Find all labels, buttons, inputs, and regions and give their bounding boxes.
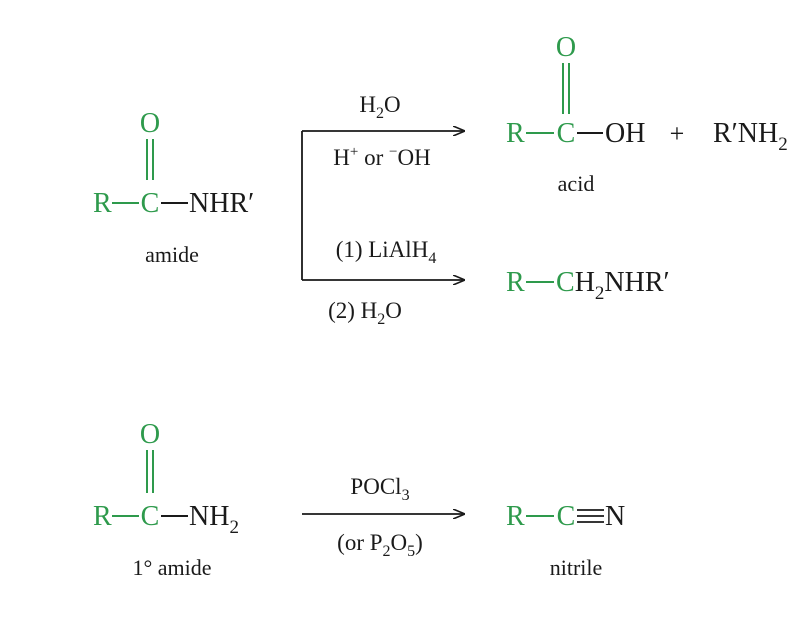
acid-oh-group: OH	[605, 118, 645, 149]
amide-carbon: C	[141, 188, 160, 219]
reduced-amine-product: R CH2NHR′	[506, 267, 670, 304]
hydrolysis-reagent-water: H2O	[359, 92, 400, 122]
acid-oxygen: O	[556, 32, 576, 63]
acid-r-group: R	[506, 118, 525, 149]
dehydration-reagent-pocl3: POCl3	[350, 474, 409, 504]
primary-amide-carbon: C	[141, 501, 160, 532]
dehydration-reagent-p2o5: (or P2O5)	[337, 530, 423, 560]
acid-label: acid	[558, 171, 595, 196]
plus-sign: +	[670, 119, 685, 148]
nitrile-carbon: C	[557, 501, 576, 532]
reduction-reagent-lialh4: (1) LiAlH4	[336, 237, 437, 267]
nitrile-r-group: R	[506, 501, 525, 532]
amide-oxygen: O	[140, 108, 160, 139]
amine-product: R′NH2	[713, 118, 788, 155]
acid-product: O R C OH acid	[506, 32, 645, 196]
reduction-reagent-water: (2) H2O	[328, 298, 402, 328]
reduced-r-group: R	[506, 267, 525, 298]
primary-amide-r-group: R	[93, 501, 112, 532]
nitrile-product: R C N nitrile	[506, 501, 625, 580]
primary-amide-label: 1° amide	[132, 555, 211, 580]
amide-nhr-group: NHR′	[189, 188, 254, 219]
acid-carbon: C	[557, 118, 576, 149]
hydrolysis-conditions: H+ or −OH	[333, 144, 430, 170]
branch-arrows	[301, 131, 464, 280]
amide-r-group: R	[93, 188, 112, 219]
nitrile-label: nitrile	[550, 555, 603, 580]
amide-reactant: O R C NHR′ amide	[93, 108, 254, 267]
primary-amide-oxygen: O	[140, 419, 160, 450]
amide-label: amide	[145, 242, 199, 267]
reduced-ch2-nhr-group: CH2NHR′	[556, 267, 670, 304]
primary-amide-nh2-group: NH2	[189, 501, 239, 538]
nitrile-nitrogen: N	[605, 501, 625, 532]
primary-amide-reactant: O R C NH2 1° amide	[93, 419, 239, 580]
